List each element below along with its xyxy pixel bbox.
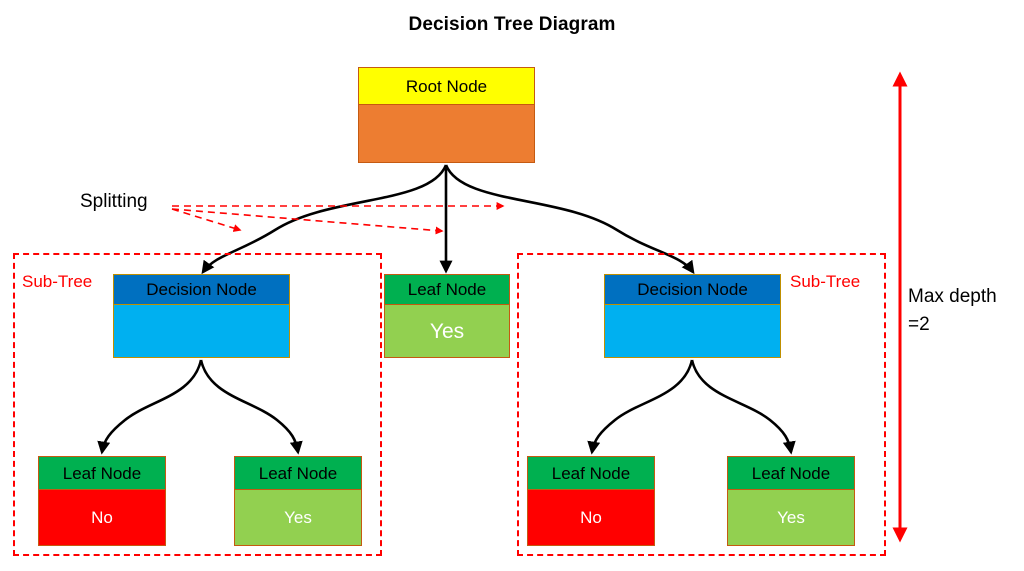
leaf-node-middle-header: Leaf Node bbox=[385, 275, 509, 305]
decision-node-left-header: Decision Node bbox=[114, 275, 289, 305]
splitting-pointer-middle bbox=[171, 208, 444, 235]
root-node[interactable]: Root Node bbox=[358, 67, 535, 163]
decision-node-right-body bbox=[605, 305, 780, 357]
edge-root-to-right-decision bbox=[444, 164, 695, 275]
leaf-node-left-yes-header: Leaf Node bbox=[235, 457, 361, 490]
splitting-label: Splitting bbox=[80, 191, 148, 212]
edge-left-decision-to-leaf-no bbox=[97, 359, 203, 455]
leaf-node-right-yes-value: Yes bbox=[728, 490, 854, 545]
decision-node-left-body bbox=[114, 305, 289, 357]
max-depth-line-2: =2 bbox=[908, 314, 930, 335]
leaf-node-left-no-value: No bbox=[39, 490, 165, 545]
subtree-label-right: Sub-Tree bbox=[790, 272, 861, 291]
subtree-boundary-right bbox=[517, 253, 886, 556]
leaf-node-left-no[interactable]: Leaf Node No bbox=[38, 456, 166, 546]
leaf-node-right-yes-header: Leaf Node bbox=[728, 457, 854, 490]
leaf-node-right-no-value: No bbox=[528, 490, 654, 545]
root-node-header: Root Node bbox=[359, 68, 534, 105]
decision-node-right[interactable]: Decision Node bbox=[604, 274, 781, 358]
decision-node-left[interactable]: Decision Node bbox=[113, 274, 290, 358]
leaf-node-right-no-header: Leaf Node bbox=[528, 457, 654, 490]
edge-root-to-left-decision bbox=[201, 164, 448, 275]
max-depth-label: Max depth =2 bbox=[908, 283, 997, 339]
edge-left-decision-to-leaf-yes bbox=[199, 359, 303, 455]
decision-node-right-header: Decision Node bbox=[605, 275, 780, 305]
leaf-node-middle-value: Yes bbox=[385, 305, 509, 357]
leaf-node-left-no-header: Leaf Node bbox=[39, 457, 165, 490]
edge-right-decision-to-leaf-no bbox=[587, 359, 694, 455]
leaf-node-left-yes[interactable]: Leaf Node Yes bbox=[234, 456, 362, 546]
max-depth-line-1: Max depth bbox=[908, 286, 997, 307]
subtree-label-left: Sub-Tree bbox=[22, 272, 93, 291]
page-title: Decision Tree Diagram bbox=[408, 14, 616, 35]
root-node-body bbox=[359, 105, 534, 162]
leaf-node-left-yes-value: Yes bbox=[235, 490, 361, 545]
edge-right-decision-to-leaf-yes bbox=[690, 359, 796, 455]
leaf-node-middle[interactable]: Leaf Node Yes bbox=[384, 274, 510, 358]
leaf-node-right-no[interactable]: Leaf Node No bbox=[527, 456, 655, 546]
subtree-boundary-left bbox=[13, 253, 382, 556]
leaf-node-right-yes[interactable]: Leaf Node Yes bbox=[727, 456, 855, 546]
splitting-pointer-left bbox=[171, 208, 242, 232]
